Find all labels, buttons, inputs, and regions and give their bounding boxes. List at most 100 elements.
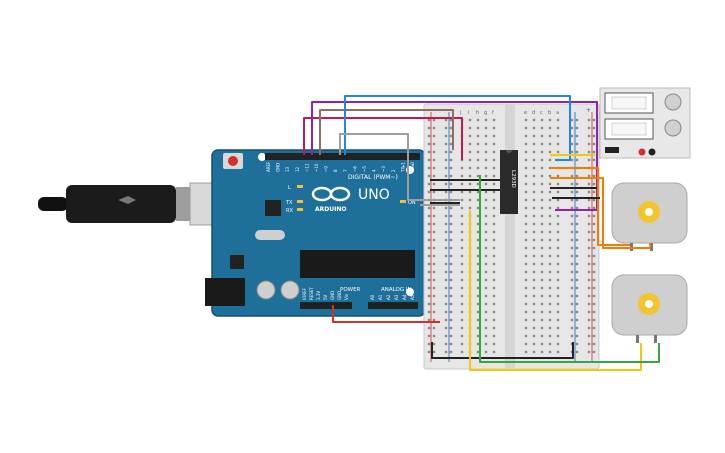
breadboard-hole[interactable] xyxy=(492,238,496,242)
breadboard-hole[interactable] xyxy=(575,262,579,266)
breadboard-hole[interactable] xyxy=(548,342,552,346)
breadboard-hole[interactable] xyxy=(444,166,448,170)
breadboard-hole[interactable] xyxy=(449,262,453,266)
breadboard-hole[interactable] xyxy=(540,334,544,338)
breadboard-hole[interactable] xyxy=(548,230,552,234)
breadboard-hole[interactable] xyxy=(476,150,480,154)
breadboard-hole[interactable] xyxy=(492,334,496,338)
breadboard-hole[interactable] xyxy=(427,246,431,250)
breadboard-hole[interactable] xyxy=(427,118,431,122)
breadboard-hole[interactable] xyxy=(444,350,448,354)
breadboard-hole[interactable] xyxy=(449,214,453,218)
breadboard-hole[interactable] xyxy=(484,270,488,274)
breadboard-hole[interactable] xyxy=(432,278,436,282)
breadboard-hole[interactable] xyxy=(444,286,448,290)
breadboard-hole[interactable] xyxy=(449,190,453,194)
breadboard-hole[interactable] xyxy=(449,302,453,306)
breadboard-hole[interactable] xyxy=(484,278,488,282)
breadboard-hole[interactable] xyxy=(556,294,560,298)
breadboard-hole[interactable] xyxy=(444,134,448,138)
breadboard-hole[interactable] xyxy=(484,206,488,210)
breadboard-hole[interactable] xyxy=(432,262,436,266)
breadboard-hole[interactable] xyxy=(556,342,560,346)
breadboard-hole[interactable] xyxy=(476,142,480,146)
breadboard-hole[interactable] xyxy=(532,166,536,170)
breadboard-hole[interactable] xyxy=(570,262,574,266)
breadboard-hole[interactable] xyxy=(524,342,528,346)
breadboard-hole[interactable] xyxy=(570,118,574,122)
breadboard-hole[interactable] xyxy=(570,198,574,202)
breadboard-hole[interactable] xyxy=(449,150,453,154)
breadboard-hole[interactable] xyxy=(548,318,552,322)
breadboard-hole[interactable] xyxy=(556,206,560,210)
breadboard-hole[interactable] xyxy=(524,270,528,274)
breadboard-hole[interactable] xyxy=(524,286,528,290)
breadboard-hole[interactable] xyxy=(587,158,591,162)
breadboard-hole[interactable] xyxy=(575,350,579,354)
breadboard-hole[interactable] xyxy=(532,350,536,354)
breadboard-hole[interactable] xyxy=(532,174,536,178)
breadboard-hole[interactable] xyxy=(575,342,579,346)
breadboard-hole[interactable] xyxy=(460,182,464,186)
breadboard-hole[interactable] xyxy=(540,326,544,330)
breadboard-hole[interactable] xyxy=(575,238,579,242)
breadboard-hole[interactable] xyxy=(427,318,431,322)
breadboard-hole[interactable] xyxy=(524,142,528,146)
breadboard-hole[interactable] xyxy=(592,254,596,258)
breadboard-hole[interactable] xyxy=(587,118,591,122)
breadboard-hole[interactable] xyxy=(592,286,596,290)
breadboard-hole[interactable] xyxy=(548,214,552,218)
breadboard-hole[interactable] xyxy=(570,142,574,146)
breadboard-hole[interactable] xyxy=(476,334,480,338)
breadboard-hole[interactable] xyxy=(548,222,552,226)
breadboard-hole[interactable] xyxy=(556,214,560,218)
breadboard-hole[interactable] xyxy=(570,246,574,250)
breadboard-hole[interactable] xyxy=(540,270,544,274)
breadboard-hole[interactable] xyxy=(432,214,436,218)
breadboard-hole[interactable] xyxy=(492,206,496,210)
breadboard-hole[interactable] xyxy=(449,278,453,282)
breadboard-hole[interactable] xyxy=(476,302,480,306)
breadboard-hole[interactable] xyxy=(556,198,560,202)
breadboard-hole[interactable] xyxy=(432,142,436,146)
breadboard-hole[interactable] xyxy=(476,278,480,282)
breadboard-hole[interactable] xyxy=(532,118,536,122)
breadboard-hole[interactable] xyxy=(492,182,496,186)
breadboard-hole[interactable] xyxy=(592,214,596,218)
breadboard-hole[interactable] xyxy=(484,142,488,146)
breadboard-hole[interactable] xyxy=(432,302,436,306)
breadboard-hole[interactable] xyxy=(476,182,480,186)
breadboard-hole[interactable] xyxy=(444,254,448,258)
breadboard-hole[interactable] xyxy=(492,118,496,122)
breadboard-hole[interactable] xyxy=(548,334,552,338)
breadboard-hole[interactable] xyxy=(587,206,591,210)
breadboard-hole[interactable] xyxy=(524,254,528,258)
breadboard-hole[interactable] xyxy=(476,286,480,290)
breadboard-hole[interactable] xyxy=(432,318,436,322)
breadboard-hole[interactable] xyxy=(524,222,528,226)
breadboard-hole[interactable] xyxy=(540,294,544,298)
breadboard-hole[interactable] xyxy=(592,198,596,202)
breadboard-hole[interactable] xyxy=(449,166,453,170)
breadboard-hole[interactable] xyxy=(587,310,591,314)
magenta-wire[interactable] xyxy=(303,117,463,160)
breadboard-hole[interactable] xyxy=(449,206,453,210)
breadboard-hole[interactable] xyxy=(556,142,560,146)
breadboard-hole[interactable] xyxy=(556,350,560,354)
breadboard-hole[interactable] xyxy=(532,182,536,186)
breadboard-hole[interactable] xyxy=(524,238,528,242)
breadboard-hole[interactable] xyxy=(427,150,431,154)
breadboard-hole[interactable] xyxy=(556,302,560,306)
breadboard-hole[interactable] xyxy=(570,238,574,242)
breadboard-hole[interactable] xyxy=(587,254,591,258)
breadboard-hole[interactable] xyxy=(592,134,596,138)
breadboard-hole[interactable] xyxy=(592,238,596,242)
breadboard-hole[interactable] xyxy=(575,206,579,210)
breadboard-hole[interactable] xyxy=(556,190,560,194)
breadboard-hole[interactable] xyxy=(492,342,496,346)
breadboard-hole[interactable] xyxy=(484,190,488,194)
breadboard-hole[interactable] xyxy=(432,190,436,194)
breadboard-hole[interactable] xyxy=(587,350,591,354)
breadboard-hole[interactable] xyxy=(575,254,579,258)
breadboard-hole[interactable] xyxy=(540,342,544,346)
